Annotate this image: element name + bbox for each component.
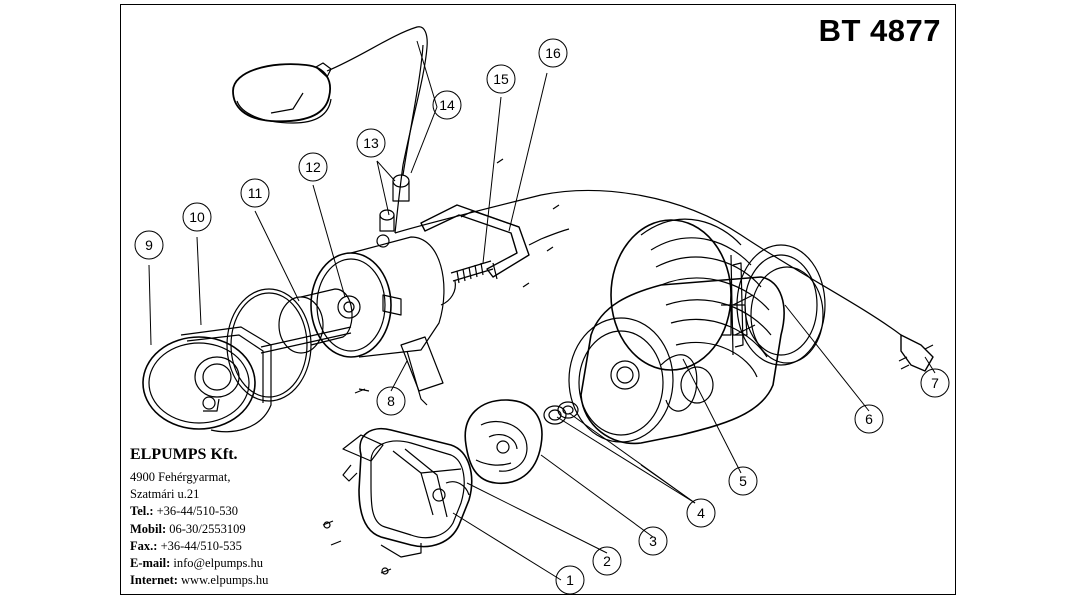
upper-housing-part — [310, 234, 456, 358]
callout-circles — [134, 38, 950, 595]
callout-7: 7 — [931, 375, 939, 391]
callout-1: 1 — [566, 572, 574, 588]
capacitor-part — [358, 336, 444, 406]
callout-3: 3 — [649, 533, 657, 549]
callout-16: 16 — [545, 45, 561, 61]
company-name: ELPUMPS Kft. — [130, 446, 238, 463]
impeller-part — [464, 399, 543, 485]
email-label: E-mail: — [130, 556, 171, 571]
tel-value: +36-44/510-530 — [156, 504, 238, 519]
internet-value: www.elpumps.hu — [181, 573, 269, 588]
callout-6: 6 — [865, 411, 873, 427]
stator-housing-part — [568, 276, 785, 445]
drawing-sheet: 1 2 3 4 5 6 7 8 9 10 11 12 13 14 15 16 B… — [120, 4, 956, 595]
mobil-value: 06-30/2553109 — [169, 521, 246, 536]
rotor-part — [730, 266, 824, 364]
company-info-block: ELPUMPS Kft. 4900 Fehérgyarmat, Szatmári… — [130, 445, 268, 589]
float-switch-part — [232, 26, 902, 336]
volute-part — [142, 326, 272, 433]
callout-12: 12 — [305, 159, 321, 175]
tel-label: Tel.: — [130, 504, 154, 519]
switch-bracket-part — [420, 158, 570, 288]
address-line-1: 4900 Fehérgyarmat, — [130, 470, 231, 484]
callout-13: 13 — [363, 135, 379, 151]
callout-8: 8 — [387, 393, 395, 409]
pump-base-part — [342, 428, 473, 558]
fax-label: Fax.: — [130, 538, 158, 553]
o-ring-shaft-part — [226, 288, 353, 402]
screws-part — [322, 388, 392, 575]
email-row: E-mail: info@elpumps.hu — [130, 555, 268, 572]
exploded-view-drawing: 1 2 3 4 5 6 7 8 9 10 11 12 13 14 15 16 — [134, 26, 950, 595]
callout-9: 9 — [145, 237, 153, 253]
fax-value: +36-44/510-535 — [160, 538, 242, 553]
mobil-row: Mobil: 06-30/2553109 — [130, 521, 268, 538]
motor-cover-bell-part — [610, 218, 826, 378]
callout-14: 14 — [439, 97, 455, 113]
fax-row: Fax.: +36-44/510-535 — [130, 538, 268, 555]
callout-15: 15 — [493, 71, 509, 87]
internet-label: Internet: — [130, 573, 178, 588]
callout-11: 11 — [248, 185, 263, 201]
address-line-2: Szatmári u.21 — [130, 487, 200, 502]
screw-fitting-part — [379, 174, 410, 232]
mobil-label: Mobil: — [130, 521, 167, 536]
callout-10: 10 — [189, 209, 205, 225]
callout-2: 2 — [603, 553, 611, 569]
leader-lines — [148, 40, 936, 581]
seal-rings-part — [543, 401, 579, 425]
model-number-title: BT 4877 — [818, 13, 941, 48]
internet-row: Internet: www.elpumps.hu — [130, 572, 268, 589]
callout-5: 5 — [739, 473, 747, 489]
callout-4: 4 — [697, 505, 705, 521]
power-plug-part — [898, 334, 934, 372]
tel-row: Tel.: +36-44/510-530 — [130, 503, 268, 520]
callout-labels: 1 2 3 4 5 6 7 8 9 10 11 12 13 14 15 16 — [145, 45, 939, 588]
email-value: info@elpumps.hu — [173, 556, 264, 571]
